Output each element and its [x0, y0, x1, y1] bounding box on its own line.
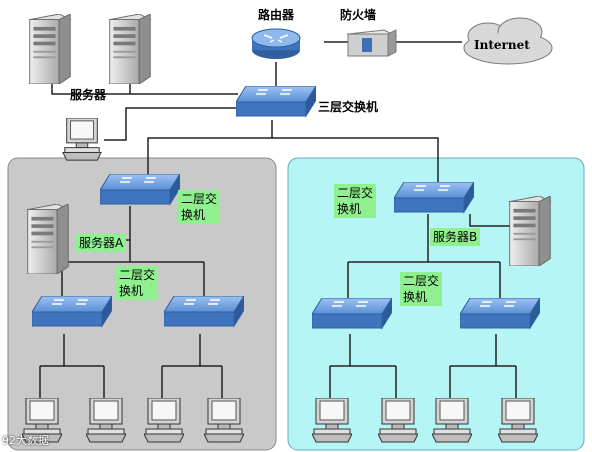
computer-icon: [378, 398, 418, 443]
l2-switch-icon: [164, 296, 244, 327]
server-a-icon: [27, 204, 69, 274]
l2-switch-label: 二层交 换机: [178, 190, 221, 224]
computer-icon: [312, 398, 352, 443]
router-label: 路由器: [258, 8, 295, 22]
server-b-icon: [509, 196, 551, 266]
computer-icon: [432, 398, 472, 443]
computer-icon: [144, 398, 184, 443]
computer-icon: [498, 398, 538, 443]
l2-switch-label: 二层交 换机: [334, 184, 377, 218]
left-zone: [7, 157, 277, 451]
router-icon: [251, 28, 301, 59]
firewall-icon: [346, 29, 398, 57]
server-a-label: 服务器A: [76, 234, 127, 252]
l2-switch-label: 二层交 换机: [116, 266, 159, 300]
l2-switch-icon: [460, 298, 540, 329]
l2-switch-label: 二层交 换机: [400, 272, 443, 306]
server-icon: [29, 14, 71, 84]
computer-icon: [86, 398, 126, 443]
l3-switch-label: 三层交换机: [318, 100, 379, 114]
l2-switch-icon: [32, 296, 112, 327]
watermark: 92大数据: [2, 434, 49, 447]
l3-switch-icon: [236, 86, 316, 117]
connection-lines: [39, 41, 517, 398]
firewall-label: 防火墙: [340, 8, 377, 22]
server-b-label: 服务器B: [430, 228, 481, 246]
internet-label: Internet: [474, 38, 530, 52]
computer-icon: [62, 118, 102, 161]
server-icon: [109, 14, 151, 84]
l2-switch-icon: [312, 298, 392, 329]
servers-label: 服务器: [70, 88, 107, 102]
internet-cloud-icon: [463, 17, 553, 65]
computer-icon: [204, 398, 244, 443]
l2-switch-icon: [100, 174, 180, 205]
l2-switch-icon: [394, 182, 474, 213]
